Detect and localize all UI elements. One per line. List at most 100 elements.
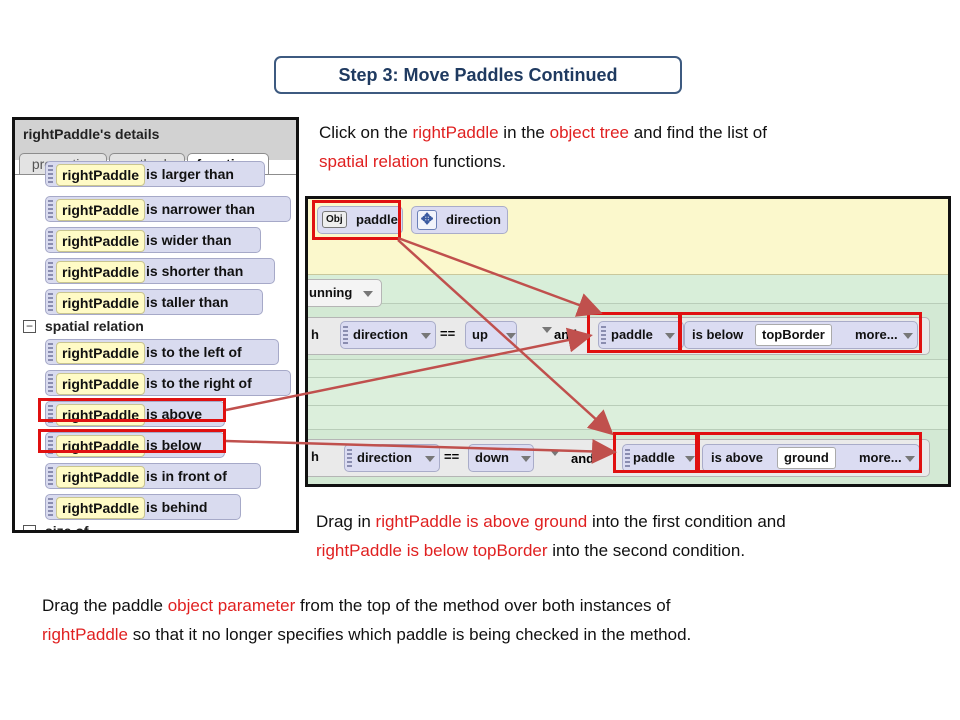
dropdown-arrow-icon[interactable] xyxy=(517,445,531,471)
drag-handle[interactable] xyxy=(48,165,53,183)
dropdown-arrow-icon[interactable] xyxy=(899,322,913,348)
parameter-direction[interactable]: ✥ direction xyxy=(411,206,508,234)
drag-handle[interactable] xyxy=(48,262,53,280)
object-pill: rightPaddle xyxy=(56,466,146,488)
text: Click on the xyxy=(319,123,413,142)
dropdown-arrow-icon[interactable] xyxy=(538,321,552,339)
arrow-below-to-condition-2 xyxy=(225,438,617,464)
highlight-is-above-function xyxy=(697,432,922,473)
dropdown-arrow-icon[interactable] xyxy=(359,280,373,306)
relation-label: is below xyxy=(692,327,744,342)
dropdown-arrow-icon[interactable] xyxy=(417,322,431,348)
function-tile-wider[interactable]: rightPaddle is wider than xyxy=(45,227,261,253)
text: from the top of the method over both ins… xyxy=(295,596,671,615)
relation-label: is to the right of xyxy=(146,375,252,391)
object-pill: rightPaddle xyxy=(56,497,146,519)
highlight-is-below xyxy=(38,429,226,453)
drag-handle[interactable] xyxy=(343,326,348,344)
emphasis-text: rightPaddle xyxy=(412,123,499,142)
object-pill: rightPaddle xyxy=(56,261,146,283)
object-pill: rightPaddle xyxy=(56,230,146,252)
function-tile-narrower[interactable]: rightPaddle is narrower than xyxy=(45,196,291,222)
drag-handle[interactable] xyxy=(48,343,53,361)
drag-handle[interactable] xyxy=(48,231,53,249)
statement-label: h xyxy=(311,449,319,464)
function-tile-shorter[interactable]: rightPaddle is shorter than xyxy=(45,258,275,284)
text: functions. xyxy=(428,152,507,171)
parameter-name: direction xyxy=(446,212,501,227)
dropdown-arrow-icon[interactable] xyxy=(901,445,915,471)
collapse-toggle[interactable]: − xyxy=(23,525,36,530)
collapse-toggle[interactable]: − xyxy=(23,320,36,333)
expr-direction[interactable]: direction xyxy=(344,444,440,472)
more-button[interactable]: more... xyxy=(855,327,898,342)
parameter-name: paddle xyxy=(356,212,398,227)
expr-label: paddle xyxy=(633,450,675,465)
function-tile-left-of[interactable]: rightPaddle is to the left of xyxy=(45,339,279,365)
drag-handle[interactable] xyxy=(48,498,53,516)
parameter-paddle[interactable]: Obj paddle xyxy=(317,206,403,234)
function-tile-taller[interactable]: rightPaddle is taller than xyxy=(45,289,263,315)
dropdown-arrow-icon[interactable] xyxy=(502,322,516,348)
target-value[interactable]: topBorder xyxy=(755,324,832,346)
operator-equals: == xyxy=(444,449,460,464)
highlight-is-above xyxy=(38,398,226,422)
function-tile-right-of[interactable]: rightPaddle is to the right of xyxy=(45,370,291,396)
text: into the first condition and xyxy=(587,512,786,531)
drag-handle[interactable] xyxy=(48,200,53,218)
value-label: up xyxy=(472,327,488,342)
drag-handle[interactable] xyxy=(347,449,352,467)
operator-equals: == xyxy=(440,326,456,341)
text: into the second condition. xyxy=(547,541,746,560)
dropdown-arrow-icon[interactable] xyxy=(661,322,675,348)
emphasis-text: object tree xyxy=(549,123,629,142)
drag-handle[interactable] xyxy=(48,374,53,392)
expr-label: paddle xyxy=(611,327,653,342)
emphasis-text: rightPaddle is below topBorder xyxy=(316,541,548,560)
function-tile-in-front-of[interactable]: rightPaddle is in front of xyxy=(45,463,261,489)
relation-label: is narrower than xyxy=(146,201,255,217)
relation-label: is above xyxy=(711,450,764,465)
emphasis-text: spatial relation xyxy=(319,152,429,171)
emphasis-text: object parameter xyxy=(167,596,296,615)
expr-label: direction xyxy=(357,450,412,465)
row-divider xyxy=(308,303,948,304)
code-row xyxy=(308,275,948,303)
object-pill: rightPaddle xyxy=(56,199,146,221)
relation-label: is below xyxy=(146,437,202,453)
function-tile-behind[interactable]: rightPaddle is behind xyxy=(45,494,241,520)
drag-handle[interactable] xyxy=(625,449,630,467)
dropdown-arrow-icon[interactable] xyxy=(546,444,560,462)
section-spatial-relation: spatial relation xyxy=(45,318,144,334)
statement-label: unning xyxy=(309,285,353,300)
expr-direction[interactable]: direction xyxy=(340,321,436,349)
function-is-below[interactable]: is below topBorder more... xyxy=(684,321,918,349)
drag-handle[interactable] xyxy=(48,467,53,485)
relation-label: is taller than xyxy=(146,294,229,310)
drag-handle[interactable] xyxy=(48,436,53,454)
row-divider xyxy=(308,377,948,378)
value-up[interactable]: up xyxy=(465,321,517,349)
object-pill: rightPaddle xyxy=(56,373,146,395)
statement-running[interactable]: unning xyxy=(308,279,382,307)
target-value[interactable]: ground xyxy=(777,447,836,469)
emphasis-text: rightPaddle is above ground xyxy=(375,512,588,531)
expr-paddle[interactable]: paddle xyxy=(598,321,684,349)
drag-handle[interactable] xyxy=(48,405,53,423)
function-is-above[interactable]: is above ground more... xyxy=(702,444,920,472)
dropdown-arrow-icon[interactable] xyxy=(421,445,435,471)
relation-label: is above xyxy=(146,406,203,422)
object-pill: rightPaddle xyxy=(56,164,146,186)
dropdown-arrow-icon[interactable] xyxy=(681,445,695,471)
relation-label: is wider than xyxy=(146,232,232,248)
function-tile-larger[interactable]: rightPaddle is larger than xyxy=(45,161,265,187)
arrow-param-to-slot-1 xyxy=(397,236,603,317)
expr-paddle[interactable]: paddle xyxy=(622,444,700,472)
drag-handle[interactable] xyxy=(601,326,606,344)
text: so that it no longer specifies which pad… xyxy=(128,625,692,644)
relation-label: is in front of xyxy=(146,468,227,484)
more-button[interactable]: more... xyxy=(859,450,902,465)
relation-label: is shorter than xyxy=(146,263,244,279)
drag-handle[interactable] xyxy=(48,293,53,311)
